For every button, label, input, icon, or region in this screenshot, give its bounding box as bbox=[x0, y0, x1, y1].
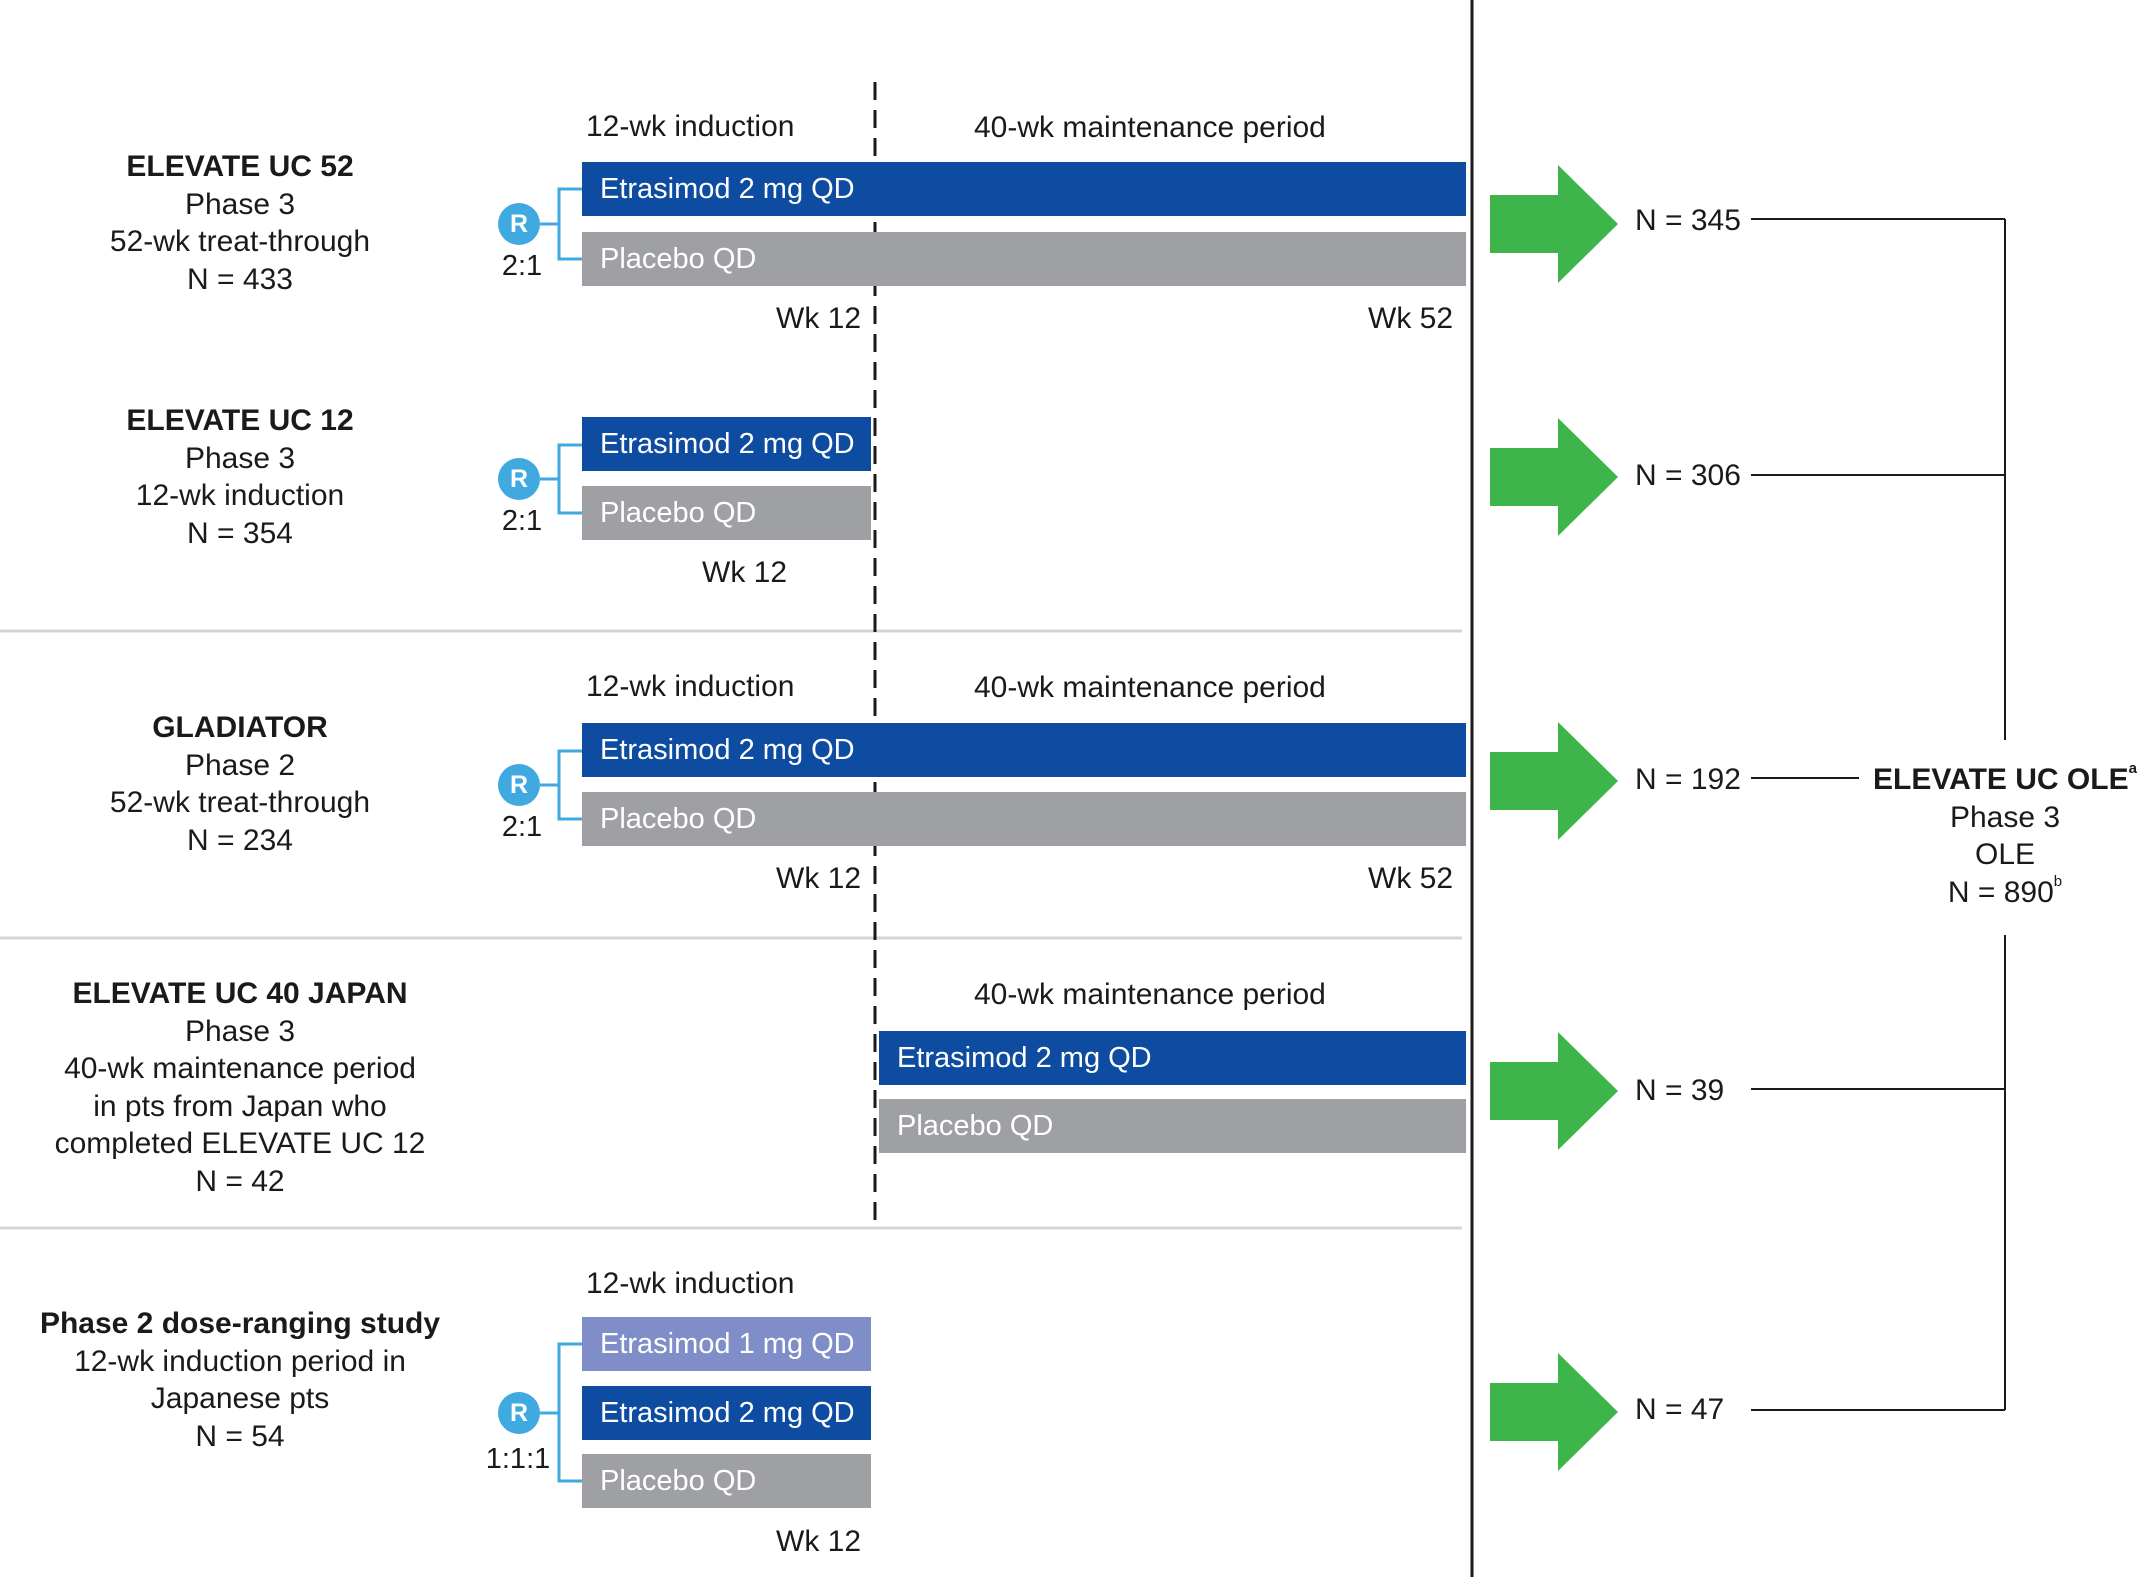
ole-enrollment-count: N = 192 bbox=[1635, 763, 1741, 796]
study-line: Japanese pts bbox=[150, 1382, 330, 1415]
study-info-elevate-uc-40-japan: ELEVATE UC 40 JAPAN Phase 3 40-wk mainte… bbox=[0, 975, 480, 1200]
randomization-bracket bbox=[540, 187, 582, 261]
right-arrow-icon bbox=[1490, 418, 1618, 536]
arm-bar-placebo: Placebo QD bbox=[879, 1099, 1466, 1153]
study-line: 12-wk induction period in bbox=[74, 1344, 406, 1378]
ole-line: OLE bbox=[1974, 838, 2036, 871]
study-info-gladiator: GLADIATOR Phase 2 52-wk treat-through N … bbox=[0, 709, 480, 859]
arm-bar-placebo: Placebo QD bbox=[582, 1454, 871, 1508]
period-label-induction: 12-wk induction bbox=[586, 1267, 795, 1300]
ole-enrollment-count: N = 345 bbox=[1635, 204, 1741, 237]
ole-connector bbox=[1751, 218, 2006, 1411]
arm-bar-placebo: Placebo QD bbox=[582, 486, 871, 540]
study-title: ELEVATE UC 12 bbox=[126, 404, 354, 437]
study-info-elevate-uc-12: ELEVATE UC 12 Phase 3 12-wk induction N … bbox=[0, 402, 480, 552]
week-label: Wk 12 bbox=[776, 302, 862, 335]
randomization-bracket bbox=[540, 749, 582, 821]
ole-title-text: ELEVATE UC OLE bbox=[1873, 763, 2129, 796]
arm-bar-etrasimod-2mg: Etrasimod 2 mg QD bbox=[582, 162, 1466, 216]
randomization-R-circle-icon: R bbox=[498, 458, 540, 500]
randomization-ratio: 2:1 bbox=[501, 505, 543, 537]
study-info-phase2-dose-ranging: Phase 2 dose-ranging study 12-wk inducti… bbox=[0, 1305, 480, 1455]
ole-study-info: ELEVATE UC OLEa Phase 3 OLE N = 890b bbox=[1850, 761, 2138, 911]
ole-title: ELEVATE UC OLEa bbox=[1850, 761, 2138, 799]
arm-bar-etrasimod-2mg: Etrasimod 2 mg QD bbox=[582, 1386, 871, 1440]
randomization-R-circle-icon: R bbox=[498, 1392, 540, 1434]
study-info-elevate-uc-52: ELEVATE UC 52 Phase 3 52-wk treat-throug… bbox=[0, 148, 480, 298]
study-title: GLADIATOR bbox=[152, 711, 328, 744]
right-arrow-icon bbox=[1490, 1032, 1618, 1150]
study-line: 12-wk induction bbox=[135, 479, 345, 512]
ole-line: Phase 3 bbox=[1949, 800, 2061, 834]
week-label: Wk 12 bbox=[702, 556, 788, 589]
randomization-ratio: 1:1:1 bbox=[485, 1443, 551, 1475]
randomization-ratio: 2:1 bbox=[501, 811, 543, 843]
study-line: Phase 3 bbox=[184, 1014, 296, 1048]
arm-bar-placebo: Placebo QD bbox=[582, 232, 1466, 286]
study-title: ELEVATE UC 52 bbox=[126, 150, 354, 183]
right-arrow-icon bbox=[1490, 1353, 1618, 1471]
study-line: N = 54 bbox=[195, 1419, 285, 1453]
ole-total-n-text: N = 890 bbox=[1947, 875, 2054, 909]
arm-bar-etrasimod-1mg: Etrasimod 1 mg QD bbox=[582, 1317, 871, 1371]
study-line: Phase 3 bbox=[184, 441, 296, 475]
randomization-bracket bbox=[540, 443, 582, 515]
study-line: 52-wk treat-through bbox=[109, 786, 371, 819]
randomization-bracket bbox=[540, 1342, 582, 1483]
study-title: ELEVATE UC 40 JAPAN bbox=[72, 977, 408, 1010]
ole-enrollment-count: N = 306 bbox=[1635, 459, 1741, 492]
study-line: N = 433 bbox=[187, 262, 293, 296]
study-line: N = 354 bbox=[187, 516, 293, 550]
study-line: Phase 2 bbox=[184, 748, 296, 782]
period-label-maintenance: 40-wk maintenance period bbox=[974, 978, 1326, 1011]
period-label-induction: 12-wk induction bbox=[586, 110, 795, 143]
randomization-R-circle-icon: R bbox=[498, 764, 540, 806]
study-line: 40-wk maintenance period bbox=[64, 1052, 416, 1085]
arm-bar-placebo: Placebo QD bbox=[582, 792, 1466, 846]
study-line: N = 234 bbox=[187, 823, 293, 857]
week-label: Wk 12 bbox=[776, 1525, 862, 1558]
ole-total-n: N = 890b bbox=[1850, 874, 2138, 912]
right-arrow-icon bbox=[1490, 722, 1618, 840]
week-label: Wk 52 bbox=[1368, 862, 1454, 895]
ole-enrollment-count: N = 47 bbox=[1635, 1393, 1725, 1426]
arm-bar-etrasimod-2mg: Etrasimod 2 mg QD bbox=[582, 723, 1466, 777]
study-line: N = 42 bbox=[195, 1164, 285, 1198]
footnote-marker: b bbox=[2053, 872, 2063, 890]
period-label-maintenance: 40-wk maintenance period bbox=[974, 111, 1326, 144]
randomization-ratio: 2:1 bbox=[501, 250, 543, 282]
study-line: 52-wk treat-through bbox=[109, 225, 371, 258]
study-line: in pts from Japan who bbox=[93, 1089, 387, 1123]
period-label-induction: 12-wk induction bbox=[586, 670, 795, 703]
period-label-maintenance: 40-wk maintenance period bbox=[974, 671, 1326, 704]
study-line: completed ELEVATE UC 12 bbox=[54, 1127, 426, 1160]
study-line: Phase 3 bbox=[184, 187, 296, 221]
week-label: Wk 12 bbox=[776, 862, 862, 895]
ole-enrollment-count: N = 39 bbox=[1635, 1074, 1725, 1107]
randomization-R-circle-icon: R bbox=[498, 203, 540, 245]
arm-bar-etrasimod-2mg: Etrasimod 2 mg QD bbox=[582, 417, 871, 471]
footnote-marker: a bbox=[2128, 760, 2137, 777]
study-title: Phase 2 dose-ranging study bbox=[39, 1307, 441, 1340]
right-arrow-icon bbox=[1490, 165, 1618, 283]
week-label: Wk 52 bbox=[1368, 302, 1454, 335]
arm-bar-etrasimod-2mg: Etrasimod 2 mg QD bbox=[879, 1031, 1466, 1085]
